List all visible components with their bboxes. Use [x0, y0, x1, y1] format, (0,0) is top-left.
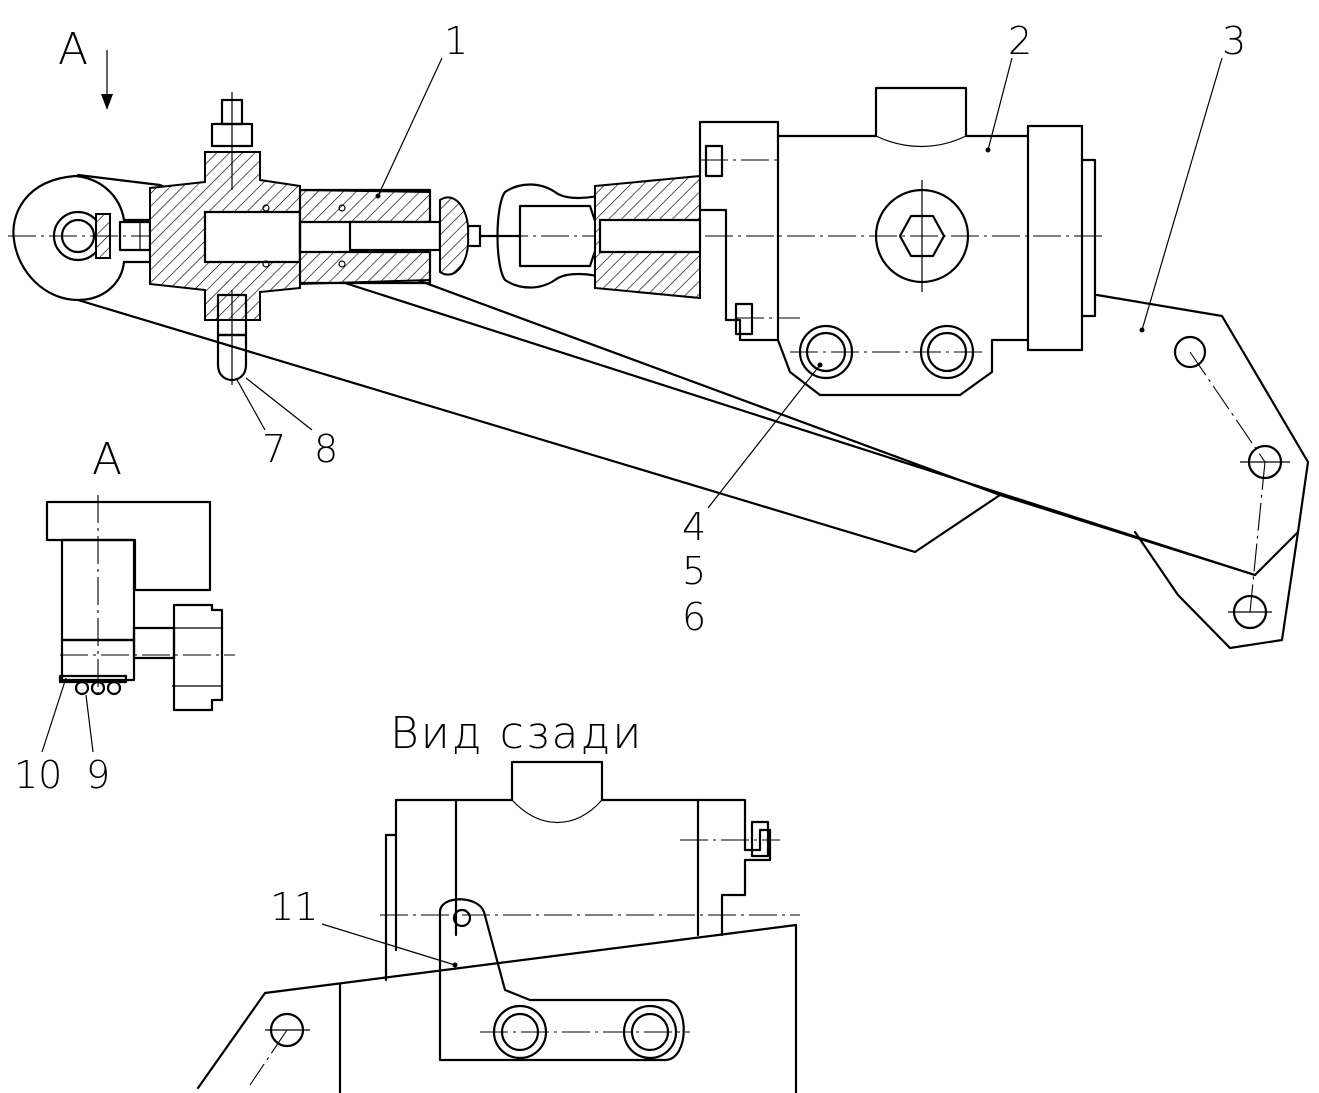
- callout-3: 3: [1222, 19, 1246, 63]
- callout-10: 10: [14, 753, 62, 797]
- leader-lines: [41, 57, 1223, 968]
- view-arrow: [101, 50, 113, 110]
- housing-2: [698, 86, 1097, 397]
- callout-7: 7: [262, 427, 286, 471]
- valve-body-section: [594, 174, 702, 300]
- bolt-nuts: [790, 324, 985, 380]
- callout-6: 6: [682, 595, 706, 639]
- rear-view-title: Вид сзади: [390, 708, 643, 759]
- callout-2: 2: [1008, 19, 1032, 63]
- callout-1: 1: [444, 19, 468, 63]
- callout-8: 8: [314, 427, 338, 471]
- cylinder-1: [149, 151, 522, 321]
- callout-11: 11: [270, 885, 318, 929]
- fittings: [210, 92, 254, 385]
- rear-view: [196, 760, 800, 1093]
- callout-5: 5: [682, 549, 706, 593]
- section-view-label: A: [92, 434, 122, 485]
- view-arrow-label: A: [58, 24, 88, 75]
- callout-4: 4: [682, 505, 706, 549]
- section-view-a: [45, 495, 235, 712]
- main-view: [8, 50, 1310, 650]
- callout-9: 9: [86, 753, 110, 797]
